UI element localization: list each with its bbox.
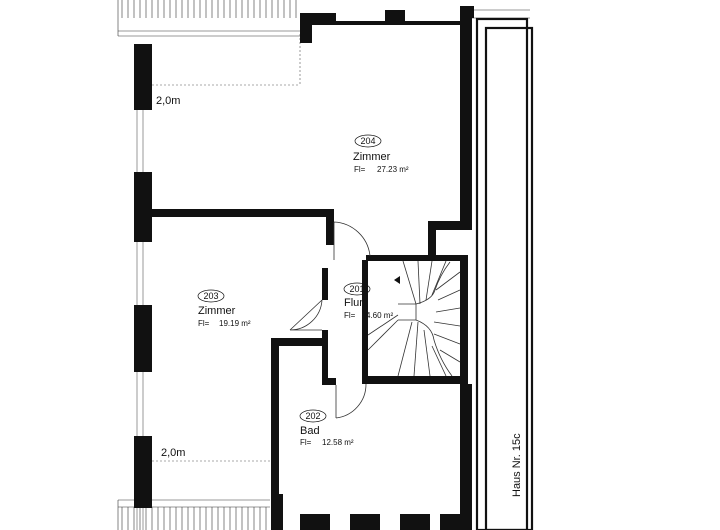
- door-swings: [289, 221, 371, 419]
- neighbor-house: [475, 17, 534, 530]
- room-number: 202: [305, 411, 320, 421]
- bottom-balcony-railing: [117, 499, 270, 530]
- door-flur-203: [289, 299, 323, 331]
- room-204-label: 204 Zimmer Fl= 27.23 m²: [353, 134, 409, 174]
- room-203-label: 203 Zimmer Fl= 19.19 m²: [197, 289, 251, 328]
- top-balcony-dimension: 2,0m: [156, 95, 180, 107]
- neighbor-house-label: Haus Nr. 15c: [511, 433, 523, 497]
- area-value: 19.19 m²: [219, 319, 251, 328]
- area-label: Fl=: [300, 438, 312, 447]
- area-label: Fl=: [198, 319, 210, 328]
- area-value: 4.60 m²: [366, 311, 393, 320]
- door-204-flur: [333, 221, 371, 260]
- staircase: [367, 260, 461, 377]
- room-number: 204: [360, 136, 375, 146]
- door-flur-bad: [335, 383, 367, 419]
- walls: [134, 6, 474, 530]
- room-name: Zimmer: [353, 151, 391, 163]
- stair-arrow-icon: [394, 276, 400, 284]
- room-202-label: 202 Bad Fl= 12.58 m²: [299, 409, 354, 447]
- left-facade-windows: [136, 110, 144, 530]
- area-value: 12.58 m²: [322, 438, 354, 447]
- top-balcony-railing: [117, 0, 530, 37]
- bottom-balcony-dimension: 2,0m: [161, 447, 185, 459]
- area-value: 27.23 m²: [377, 165, 409, 174]
- room-201-label: 201 Flur Fl= 4.60 m²: [343, 282, 393, 320]
- room-name: Zimmer: [198, 305, 236, 317]
- area-label: Fl=: [344, 311, 356, 320]
- area-label: Fl=: [354, 165, 366, 174]
- room-number: 201: [349, 284, 364, 294]
- room-name: Flur: [344, 297, 363, 309]
- room-number: 203: [203, 291, 218, 301]
- room-name: Bad: [300, 425, 320, 437]
